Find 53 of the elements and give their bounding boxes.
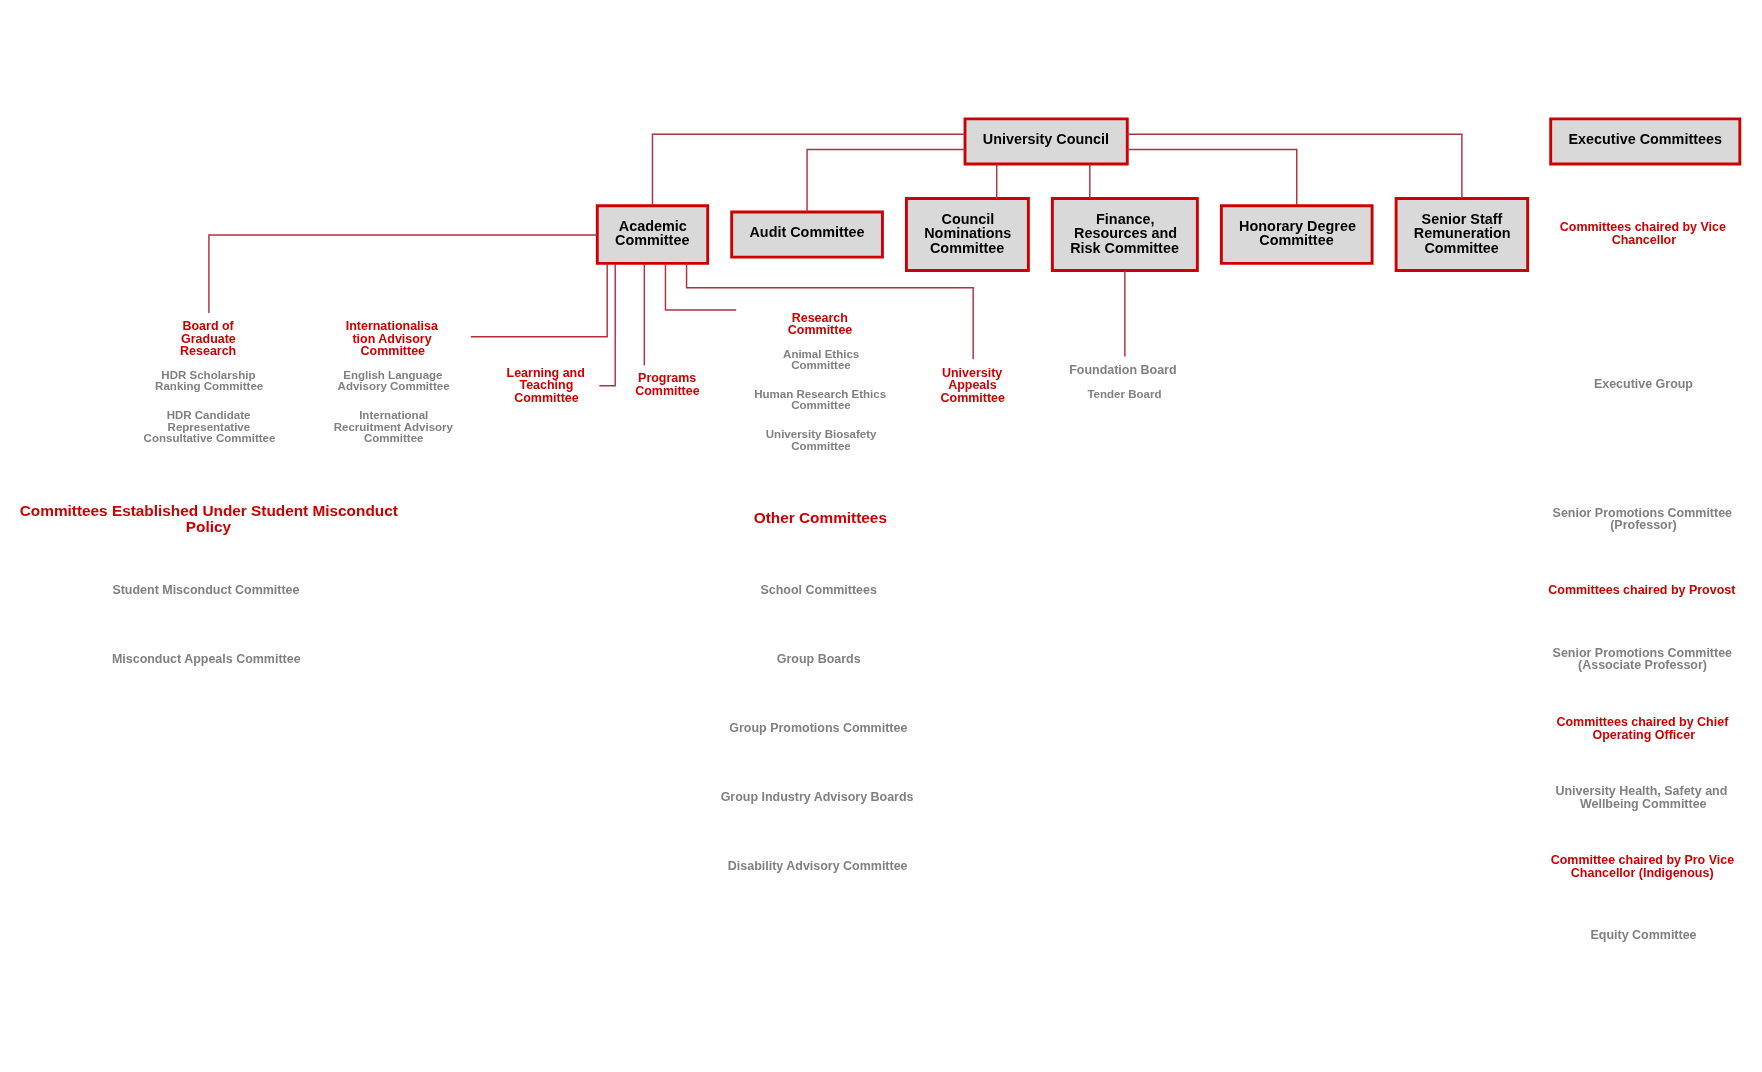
label: Other Committees [753, 508, 887, 526]
label: School Committees [760, 582, 877, 597]
node-label: Tender Board [1087, 387, 1162, 400]
connector [1124, 269, 1126, 357]
label: Group Industry Advisory Boards [720, 789, 914, 804]
node-label: International Recruitment Advisory Committee [333, 408, 453, 444]
node-box: Council Nominations Committee [905, 196, 1030, 272]
node-label: University Biosafety Committee [765, 427, 877, 452]
label: Group Promotions Committee [729, 720, 908, 735]
node-text: Learning and Teaching Committee [506, 365, 585, 404]
connector [1126, 133, 1463, 199]
node-box: Executive Committees [1549, 116, 1742, 165]
node-text: Research Committee [787, 310, 853, 337]
label: Committee chaired by Pro Vice Chancellor (Indigenous) [1550, 852, 1735, 880]
connector [1126, 148, 1298, 206]
label: Committees chaired by Vice Chancellor [1559, 219, 1726, 247]
label: Student Misconduct Committee [112, 582, 300, 597]
node-box: Finance, Resources and Risk Committee [1050, 196, 1199, 272]
node-box: Senior Staff Remuneration Committee [1394, 196, 1530, 272]
node-label: English Language Advisory Committee [337, 368, 450, 392]
node-label: Human Research Ethics Committee [754, 387, 887, 411]
label: Disability Advisory Committee [727, 858, 908, 873]
label: Group Boards [776, 651, 861, 666]
connector [470, 262, 608, 337]
node-text: Foundation Board [1069, 362, 1177, 377]
label: University Health, Safety and Wellbeing Committee [1555, 783, 1728, 811]
connector [208, 233, 598, 314]
label: Committees chaired by Provost [1548, 582, 1736, 597]
connector [664, 262, 737, 311]
node-label: HDR Candidate Representative Consultative Committee [143, 408, 276, 444]
label: Misconduct Appeals Committee [111, 651, 301, 666]
connector [806, 148, 966, 212]
label: Senior Promotions Committee (Associate Professor) [1552, 645, 1733, 672]
label: Equity Committee [1590, 927, 1697, 942]
label: Committees chaired by Chief Operating Officer [1556, 714, 1729, 742]
node-label: HDR Scholarship Ranking Committee [155, 368, 264, 392]
node-box: University Council [963, 116, 1129, 165]
label: Executive Group [1593, 376, 1693, 391]
connector [1089, 163, 1091, 199]
node-text: University Appeals Committee [940, 365, 1005, 404]
connector [643, 262, 646, 366]
node-label: Animal Ethics Committee [783, 347, 860, 371]
node-box: Academic Committee [595, 203, 710, 265]
node-box: Audit Committee [730, 210, 884, 259]
node-text: Internationalisation Advisory Committee [345, 318, 438, 358]
connector [651, 133, 966, 206]
label: Senior Promotions Committee (Professor) [1552, 505, 1733, 532]
node-text: Programs Committee [635, 370, 700, 398]
node-box: Honorary Degree Committee [1219, 203, 1374, 265]
label: Committees Established Under Student Misconduct Policy [19, 501, 398, 535]
node-text: Board of Graduate Research [180, 318, 237, 358]
connector [996, 163, 998, 199]
connector [685, 262, 974, 360]
